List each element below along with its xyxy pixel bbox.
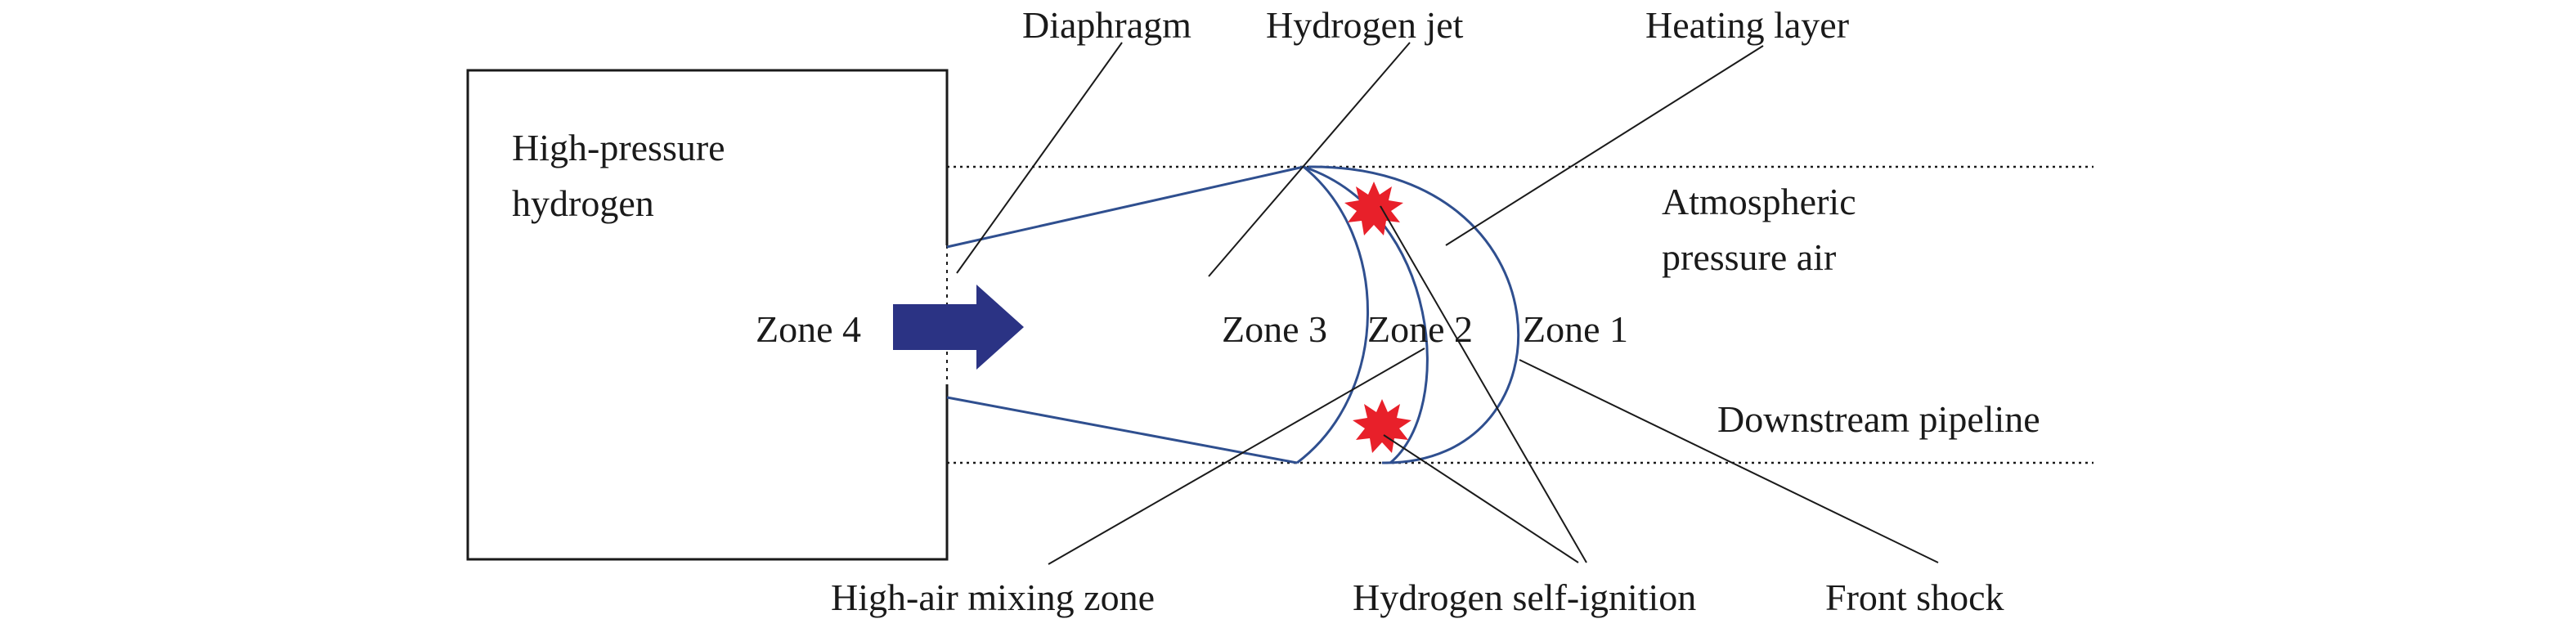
- label-high-pressure-line1: High-pressure: [512, 127, 725, 168]
- label-zone3: Zone 3: [1222, 308, 1327, 350]
- label-high-pressure-line2: hydrogen: [512, 182, 654, 224]
- zone2-boundary-arc: [1303, 165, 1429, 464]
- jet-lower-edge: [946, 396, 1298, 464]
- leader-mixing-zone: [1048, 348, 1425, 565]
- label-atmospheric-line2: pressure air: [1662, 236, 1836, 278]
- label-zone4: Zone 4: [756, 308, 861, 350]
- label-zone1: Zone 1: [1523, 308, 1628, 350]
- leader-front-shock: [1519, 359, 1939, 563]
- label-front-shock: Front shock: [1825, 576, 2004, 618]
- front-shock-arc: [1308, 165, 1520, 464]
- label-mixing-zone: High-air mixing zone: [831, 576, 1155, 618]
- ignition-burst-icon: [1353, 399, 1411, 453]
- leader-heating-layer: [1445, 45, 1764, 246]
- label-diaphragm: Diaphragm: [1022, 4, 1192, 46]
- label-downstream-pipeline: Downstream pipeline: [1717, 398, 2040, 440]
- label-heating-layer: Heating layer: [1645, 4, 1849, 46]
- leader-ignition-top: [1380, 205, 1587, 563]
- zone3-boundary-arc: [1296, 165, 1369, 464]
- jet-upper-edge: [946, 165, 1304, 249]
- ignition-burst-icon: [1344, 182, 1403, 236]
- leader-diaphragm: [956, 42, 1123, 274]
- leader-hydrogen-jet: [1208, 42, 1411, 277]
- leader-ignition-bottom: [1383, 434, 1579, 563]
- label-hydrogen-jet: Hydrogen jet: [1266, 4, 1464, 46]
- label-self-ignition: Hydrogen self-ignition: [1353, 576, 1696, 618]
- flow-arrow-icon: [893, 285, 1024, 370]
- label-atmospheric-line1: Atmospheric: [1662, 181, 1856, 222]
- label-zone2: Zone 2: [1367, 308, 1473, 350]
